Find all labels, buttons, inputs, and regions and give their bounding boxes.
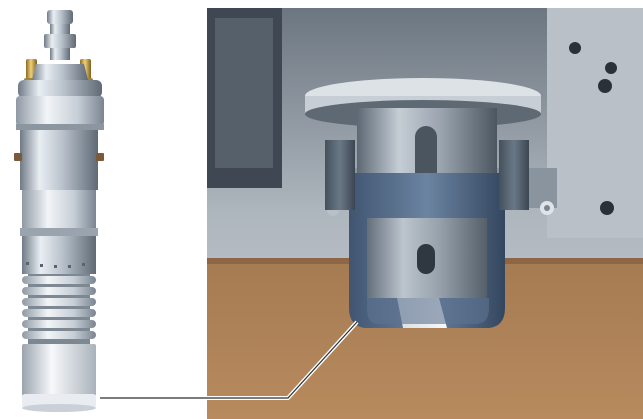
main-body <box>14 130 104 274</box>
top-pin <box>44 10 76 60</box>
spring-coil <box>22 274 96 346</box>
tool-module-photo <box>0 0 205 419</box>
base-sleeve <box>22 344 96 412</box>
head-collar <box>16 64 104 130</box>
machine-frame-right <box>547 8 643 238</box>
bracket-right <box>499 140 529 210</box>
closeup-illustration <box>207 8 643 419</box>
bracket-left <box>325 140 355 210</box>
tool-module-illustration <box>14 10 104 412</box>
tool-head-closeup-photo <box>207 8 643 419</box>
cutter-housing <box>349 173 505 328</box>
